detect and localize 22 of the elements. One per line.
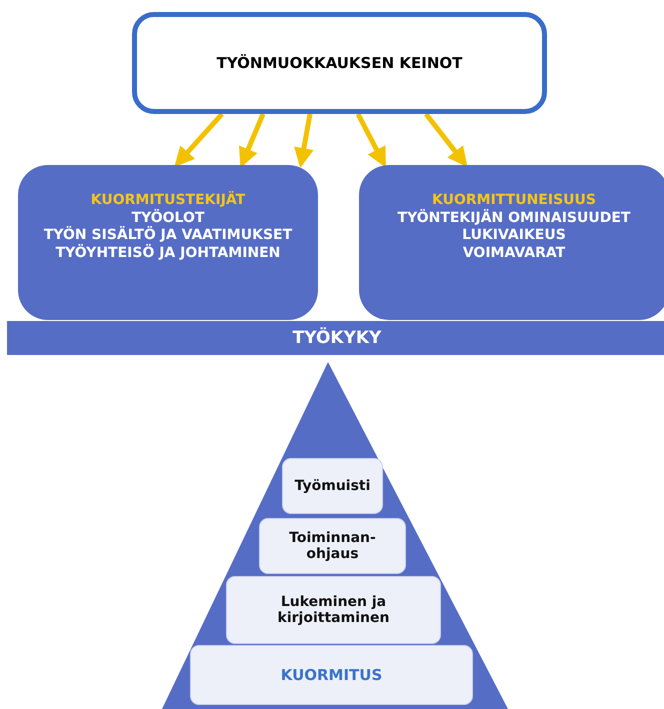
arrow [174,112,224,167]
pyramid-level: Lukeminen ja kirjoittaminen [226,576,441,644]
heading-text: TYÖNMUOKKAUKSEN KEINOT [216,54,462,72]
arrow [238,113,266,168]
heading-box [132,12,547,114]
pyramid-level: Työmuisti [282,458,383,514]
pyramid-level: KUORMITUS [190,645,473,705]
arrow [424,112,468,168]
category-title: KUORMITTUNEISUUS [432,192,596,209]
beam-bar: TYÖKYKY [7,321,664,355]
factor-text: TYÖOLOT [132,210,204,226]
factor-text: TYÖYHTEISÖ JA JOHTAMINEN [56,244,280,262]
category-box [18,165,318,320]
factor-text: TYÖN SISÄLTÖ JA VAATIMUKSET [44,227,292,244]
factor-text: LUKIVAIKEUS [462,227,566,244]
factor-text: VOIMAVARAT [462,244,566,262]
arrow [356,112,386,168]
pyramid-level: Toiminnan- ohjaus [259,518,406,574]
arrow [294,114,314,168]
category-title: KUORMITUSTEKIJÄT [90,192,246,209]
category-box [359,165,664,320]
factor-text: TYÖNTEKIJÄN OMINAISUUDET [398,210,630,227]
